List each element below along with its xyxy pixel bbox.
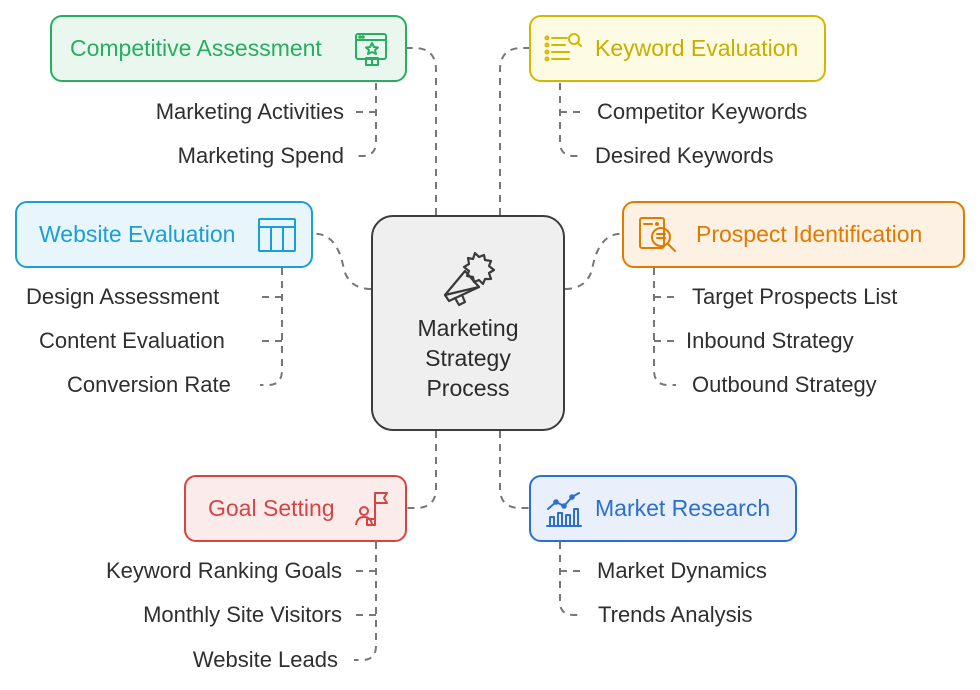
list-item: Outbound Strategy [692, 372, 877, 397]
connector-goal [407, 431, 437, 509]
person-flag-icon [353, 489, 391, 529]
list-item: Keyword Ranking Goals [105, 558, 342, 583]
list-item: Marketing Spend [177, 143, 344, 168]
connector-market [499, 431, 529, 509]
list-item: Inbound Strategy [686, 328, 854, 353]
list-item: Marketing Activities [155, 99, 344, 124]
website-evaluation-box[interactable]: Website Evaluation [15, 201, 313, 268]
connector-keyword-items [559, 83, 582, 157]
list-item: Website Leads [192, 647, 338, 672]
keyword-evaluation-title: Keyword Evaluation [595, 35, 799, 61]
prospect-identification-box[interactable]: Prospect Identification [622, 201, 965, 268]
prospect-identification-title: Prospect Identification [696, 221, 923, 247]
list-search-icon [543, 31, 583, 67]
connector-competitive [407, 47, 437, 215]
list-item: Market Dynamics [597, 558, 767, 583]
connector-goal-items [354, 542, 377, 661]
competitor-award-icon [353, 30, 391, 68]
document-search-icon [638, 215, 678, 255]
connector-website-items [260, 268, 283, 386]
center-title-line: Marketing [417, 315, 519, 341]
competitive-assessment-title: Competitive Assessment [70, 35, 322, 61]
list-item: Conversion Rate [67, 372, 231, 397]
chart-trend-icon [545, 489, 583, 529]
list-item: Desired Keywords [595, 143, 774, 168]
list-item: Content Evaluation [39, 328, 225, 353]
center-title: Marketing Strategy Process [373, 313, 563, 403]
website-evaluation-title: Website Evaluation [39, 221, 236, 247]
list-item: Competitor Keywords [597, 99, 808, 124]
connector-competitive-items [356, 83, 377, 157]
list-item: Target Prospects List [692, 284, 898, 309]
list-item: Trends Analysis [598, 602, 753, 627]
center-title-line: Strategy [425, 345, 511, 371]
connector-keyword [499, 47, 529, 215]
market-research-box[interactable]: Market Research [529, 475, 797, 542]
goal-setting-title: Goal Setting [208, 495, 335, 521]
competitive-assessment-box[interactable]: Competitive Assessment [50, 15, 407, 82]
center-node[interactable]: Marketing Strategy Process [371, 215, 565, 431]
center-title-line: Process [426, 375, 510, 401]
goal-setting-box[interactable]: Goal Setting [184, 475, 407, 542]
list-item: Monthly Site Visitors [143, 602, 342, 627]
connector-prospect-items [653, 268, 676, 386]
connector-prospect [564, 233, 622, 290]
megaphone-icon [439, 249, 501, 312]
market-research-title: Market Research [595, 495, 771, 521]
keyword-evaluation-box[interactable]: Keyword Evaluation [529, 15, 826, 82]
connector-market-items [559, 542, 582, 616]
connector-website [313, 233, 372, 290]
list-item: Design Assessment [26, 284, 220, 309]
table-layout-icon [257, 216, 297, 254]
